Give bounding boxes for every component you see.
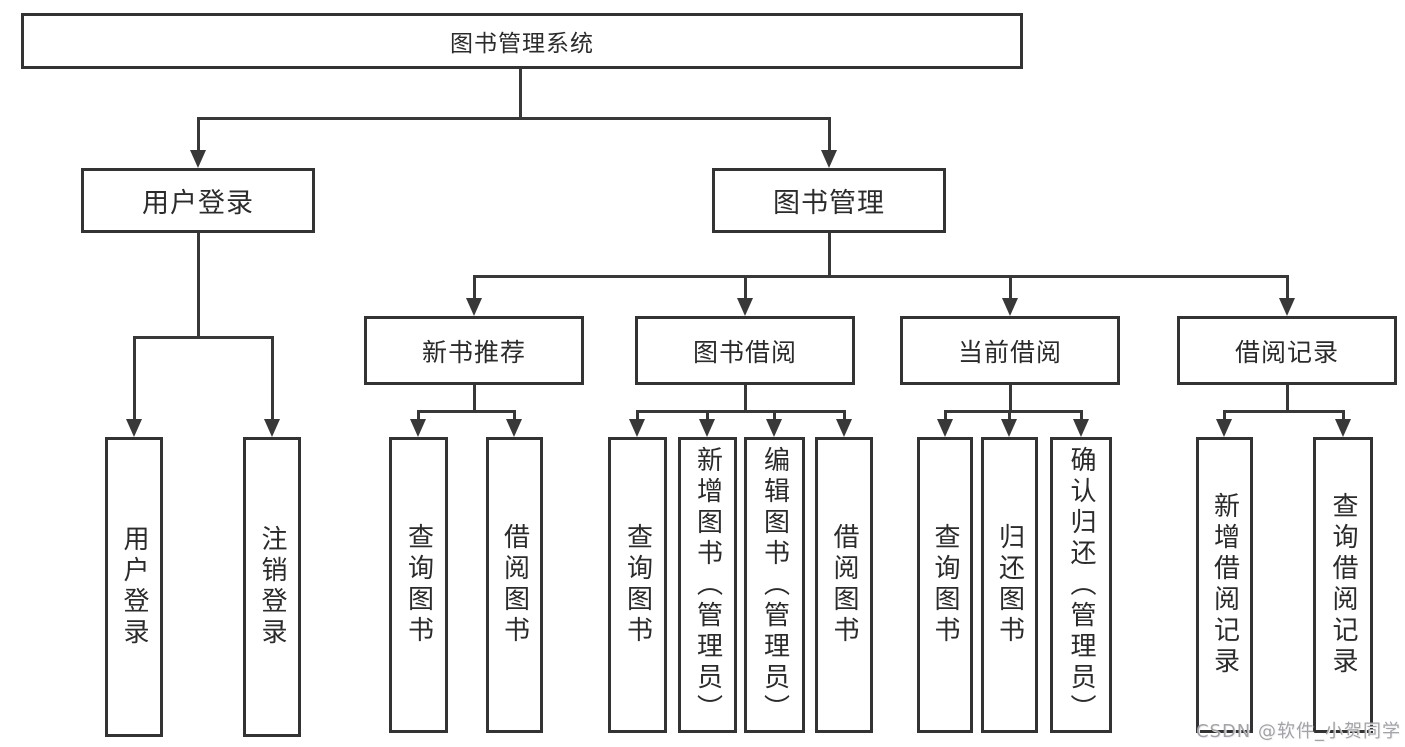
connector-arrow-shaft: [270, 336, 274, 421]
connector-arrow-shaft: [472, 275, 476, 300]
node-leaf-add-borrow-record: 新增借阅记录: [1196, 437, 1253, 733]
connector-arrow-shaft: [943, 410, 947, 421]
node-book-management-label: 图书管理: [773, 188, 885, 219]
connector-login-rail: [132, 336, 274, 339]
node-book-borrowing: 图书借阅: [635, 316, 855, 385]
node-leaf-query-books-borrowing-label: 查询图书: [622, 523, 653, 647]
connector-root-drop: [518, 69, 522, 120]
arrowhead-to-book-management: [821, 150, 837, 168]
connector-arrow-shaft: [1285, 275, 1289, 300]
node-leaf-edit-book-admin: 编辑图书（管理员）: [744, 437, 805, 733]
arrowhead-to-leaf: [506, 419, 522, 437]
node-new-book-recommend: 新书推荐: [364, 316, 584, 385]
node-book-management: 图书管理: [712, 168, 946, 233]
connector-root-rail: [196, 117, 831, 120]
connector-records-rail: [1222, 410, 1345, 413]
node-leaf-add-book-admin: 新增图书（管理员）: [678, 437, 737, 733]
node-leaf-add-borrow-record-label: 新增借阅记录: [1209, 492, 1240, 678]
arrowhead-to-new-book-recommend: [466, 298, 482, 316]
node-leaf-query-borrow-record-label: 查询借阅记录: [1328, 492, 1358, 678]
connector-arrow-shaft: [196, 117, 200, 152]
arrowhead-to-leaf: [1216, 419, 1232, 437]
connector-management-drop: [827, 233, 831, 278]
connector-arrow-shaft: [772, 410, 776, 421]
node-library-system: 图书管理系统: [21, 13, 1023, 69]
node-leaf-edit-book-admin-label: 编辑图书（管理员）: [759, 445, 790, 725]
connector-arrow-shaft: [827, 117, 831, 152]
node-new-book-recommend-label: 新书推荐: [421, 337, 526, 367]
node-leaf-user-login: 用户登录: [105, 437, 163, 737]
connector-login-drop: [196, 233, 200, 339]
connector-arrow-shaft: [512, 410, 516, 421]
connector-arrow-shaft: [635, 410, 639, 421]
node-leaf-logout-label: 注销登录: [257, 525, 287, 649]
node-leaf-logout: 注销登录: [243, 437, 301, 737]
arrowhead-to-leaf: [1335, 419, 1351, 437]
connector-current-drop: [1008, 385, 1012, 413]
node-book-borrowing-label: 图书借阅: [692, 337, 797, 367]
connector-arrow-shaft: [1341, 410, 1345, 421]
node-leaf-confirm-return-admin-label: 确认归还（管理员）: [1066, 445, 1096, 725]
node-current-borrowing: 当前借阅: [900, 316, 1120, 385]
node-leaf-query-borrow-record: 查询借阅记录: [1313, 437, 1373, 733]
node-borrowing-records: 借阅记录: [1177, 316, 1397, 385]
arrowhead-to-leaf: [1073, 419, 1089, 437]
arrowhead-to-leaf: [410, 419, 426, 437]
arrowhead-to-leaf: [836, 419, 852, 437]
node-leaf-query-books-current: 查询图书: [917, 437, 973, 733]
node-current-borrowing-label: 当前借阅: [957, 337, 1062, 367]
connector-arrow-shaft: [705, 410, 709, 421]
connector-borrowing-drop: [743, 385, 747, 413]
arrowhead-to-borrowing-records: [1279, 298, 1295, 316]
connector-arrow-shaft: [1007, 410, 1011, 421]
connector-records-drop: [1285, 385, 1289, 413]
connector-arrow-shaft: [842, 410, 846, 421]
arrowhead-to-leaf-user-login: [126, 419, 142, 437]
arrowhead-to-leaf: [937, 419, 953, 437]
node-library-system-label: 图书管理系统: [450, 31, 594, 57]
arrowhead-to-book-borrowing: [737, 298, 753, 316]
node-leaf-borrow-books-recommend: 借阅图书: [486, 437, 543, 733]
arrowhead-to-leaf: [699, 419, 715, 437]
arrowhead-to-current-borrowing: [1002, 298, 1018, 316]
node-leaf-user-login-label: 用户登录: [119, 525, 149, 649]
connector-arrow-shaft: [1222, 410, 1226, 421]
node-leaf-borrow-books-recommend-label: 借阅图书: [499, 523, 530, 647]
connector-arrow-shaft: [1008, 275, 1012, 300]
node-user-login: 用户登录: [81, 168, 315, 233]
node-borrowing-records-label: 借阅记录: [1234, 337, 1339, 367]
csdn-watermark: CSDN @软件_小贺同学: [1195, 721, 1401, 742]
arrowhead-to-leaf: [766, 419, 782, 437]
node-leaf-add-book-admin-label: 新增图书（管理员）: [692, 445, 723, 725]
node-leaf-borrow-books-borrowing-label: 借阅图书: [829, 523, 859, 647]
node-leaf-query-books-borrowing: 查询图书: [608, 437, 667, 733]
node-leaf-query-books-recommend: 查询图书: [389, 437, 448, 733]
arrowhead-to-leaf: [629, 419, 645, 437]
node-leaf-query-books-current-label: 查询图书: [930, 523, 960, 647]
connector-recommend-drop: [472, 385, 476, 413]
node-leaf-return-books: 归还图书: [981, 437, 1038, 733]
connector-arrow-shaft: [743, 275, 747, 300]
connector-arrow-shaft: [132, 336, 136, 421]
node-leaf-return-books-label: 归还图书: [994, 523, 1025, 647]
arrowhead-to-user-login: [190, 150, 206, 168]
arrowhead-to-leaf-logout: [264, 419, 280, 437]
connector-recommend-rail: [416, 410, 516, 413]
node-user-login-label: 用户登录: [142, 188, 254, 219]
connector-arrow-shaft: [416, 410, 420, 421]
connector-current-rail: [943, 410, 1083, 413]
node-leaf-borrow-books-borrowing: 借阅图书: [815, 437, 873, 733]
node-leaf-query-books-recommend-label: 查询图书: [403, 523, 434, 647]
node-leaf-confirm-return-admin: 确认归还（管理员）: [1050, 437, 1112, 733]
connector-arrow-shaft: [1079, 410, 1083, 421]
connector-borrowing-rail: [635, 410, 846, 413]
connector-management-rail: [472, 275, 1289, 278]
arrowhead-to-leaf: [1001, 419, 1017, 437]
